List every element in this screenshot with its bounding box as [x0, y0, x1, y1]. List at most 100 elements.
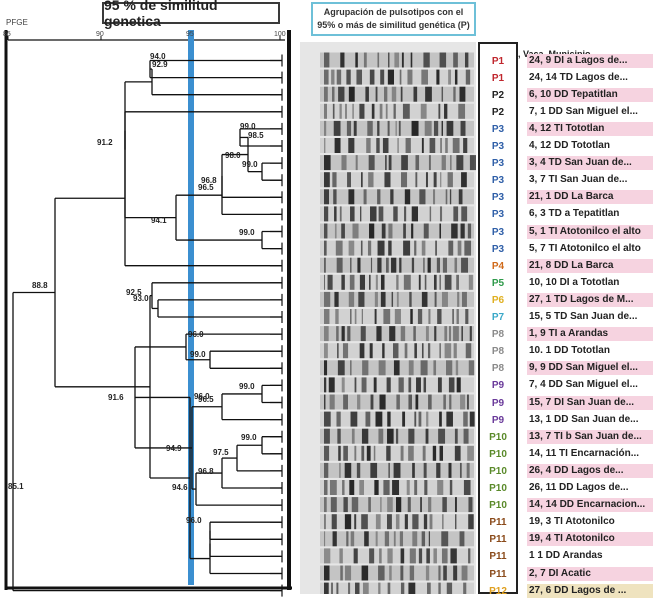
gel-band	[425, 86, 432, 102]
gel-band	[380, 291, 386, 307]
pulsotype-label: P6	[491, 294, 505, 306]
gel-band	[441, 120, 443, 136]
pulsotype-label: P8	[491, 329, 505, 341]
gel-band	[351, 497, 359, 513]
gel-band	[446, 120, 454, 136]
gel-band	[324, 514, 326, 530]
gel-band	[387, 120, 390, 136]
node-similarity-value: 91.2	[97, 137, 113, 147]
gel-band	[369, 343, 373, 359]
gel-band	[324, 223, 328, 239]
gel-band	[439, 445, 444, 461]
gel-band	[461, 565, 468, 581]
gel-band	[409, 291, 412, 307]
gel-band	[341, 274, 345, 290]
gel-band	[399, 69, 402, 85]
gel-band	[336, 257, 343, 273]
node-similarity-value: 88.8	[32, 280, 48, 290]
gel-band	[468, 497, 473, 513]
gel-band	[396, 274, 399, 290]
gel-band	[365, 411, 371, 427]
gel-band	[427, 257, 431, 273]
gel-band	[349, 480, 355, 495]
pulsotype-label: P1	[491, 55, 505, 67]
gel-band	[453, 206, 459, 222]
gel-band	[412, 462, 415, 478]
gel-band	[391, 257, 397, 273]
gel-band	[373, 445, 376, 461]
gel-lane	[320, 377, 474, 393]
gel-band	[368, 497, 371, 513]
gel-band	[344, 514, 352, 530]
gel-band	[385, 155, 387, 171]
gel-band	[377, 120, 380, 136]
gel-band	[394, 52, 400, 68]
gel-band	[370, 257, 373, 273]
gel-band	[428, 531, 431, 547]
gel-band	[356, 69, 363, 85]
gel-band	[446, 360, 453, 376]
gel-band	[348, 240, 355, 256]
gel-band	[375, 531, 378, 547]
gel-band	[369, 274, 371, 290]
gel-band	[453, 343, 457, 359]
cluster-legend-box: Agrupación de pulsotipos con el 95% o má…	[311, 2, 476, 36]
gel-band	[361, 172, 363, 188]
gel-band	[356, 462, 361, 478]
gel-band	[341, 377, 345, 393]
gel-band	[454, 428, 458, 444]
gel-band	[393, 206, 398, 222]
gel-band	[448, 69, 452, 85]
isolate-label: 21, 8 DD La Barca	[527, 258, 653, 273]
pulsotype-label: P12	[489, 585, 507, 597]
gel-band	[324, 206, 329, 222]
gel-band	[324, 548, 331, 564]
gel-band	[370, 394, 374, 410]
gel-band	[403, 274, 411, 290]
gel-band	[435, 240, 437, 256]
gel-band	[463, 428, 469, 444]
gel-band	[441, 531, 449, 547]
gel-lane	[320, 531, 474, 547]
gel-band	[324, 52, 330, 68]
gel-band	[411, 257, 415, 273]
gel-band	[324, 394, 326, 410]
isolate-label: 9, 9 DD San Miguel el...	[527, 361, 653, 376]
gel-band	[360, 326, 366, 342]
gel-band	[459, 86, 466, 102]
gel-band	[337, 428, 341, 444]
tick-label-95: 95	[186, 31, 194, 38]
gel-band	[442, 257, 448, 273]
isolate-label: 4, 12 DD Tototlan	[527, 139, 653, 153]
gel-band	[380, 274, 385, 290]
gel-band	[331, 514, 337, 530]
gel-band	[397, 138, 399, 153]
gel-band	[324, 480, 328, 495]
gel-band	[385, 103, 388, 119]
pulsotype-label: P10	[489, 500, 507, 512]
pulsotype-label: P10	[489, 431, 507, 443]
gel-band	[324, 343, 328, 359]
gel-band	[345, 103, 347, 119]
gel-band	[421, 240, 426, 256]
gel-band	[324, 582, 329, 594]
gel-band	[423, 223, 429, 239]
isolate-label: 5, 7 TI Atotonilco el alto	[527, 241, 653, 256]
gel-band	[336, 582, 339, 594]
gel-band	[405, 138, 411, 153]
gel-band	[394, 309, 401, 324]
gel-band	[468, 514, 474, 530]
gel-band	[449, 189, 452, 205]
gel-band	[400, 86, 403, 102]
gel-band	[463, 480, 471, 495]
isolate-label: 3, 4 TD San Juan de...	[527, 156, 653, 171]
gel-band	[341, 223, 345, 239]
gel-band	[469, 155, 476, 171]
gel-band	[361, 445, 365, 461]
gel-band	[359, 103, 365, 119]
gel-band	[436, 257, 441, 273]
isolate-label: 1 1 DD Arandas	[527, 549, 653, 564]
gel-band	[324, 103, 327, 119]
gel-band	[427, 582, 431, 594]
